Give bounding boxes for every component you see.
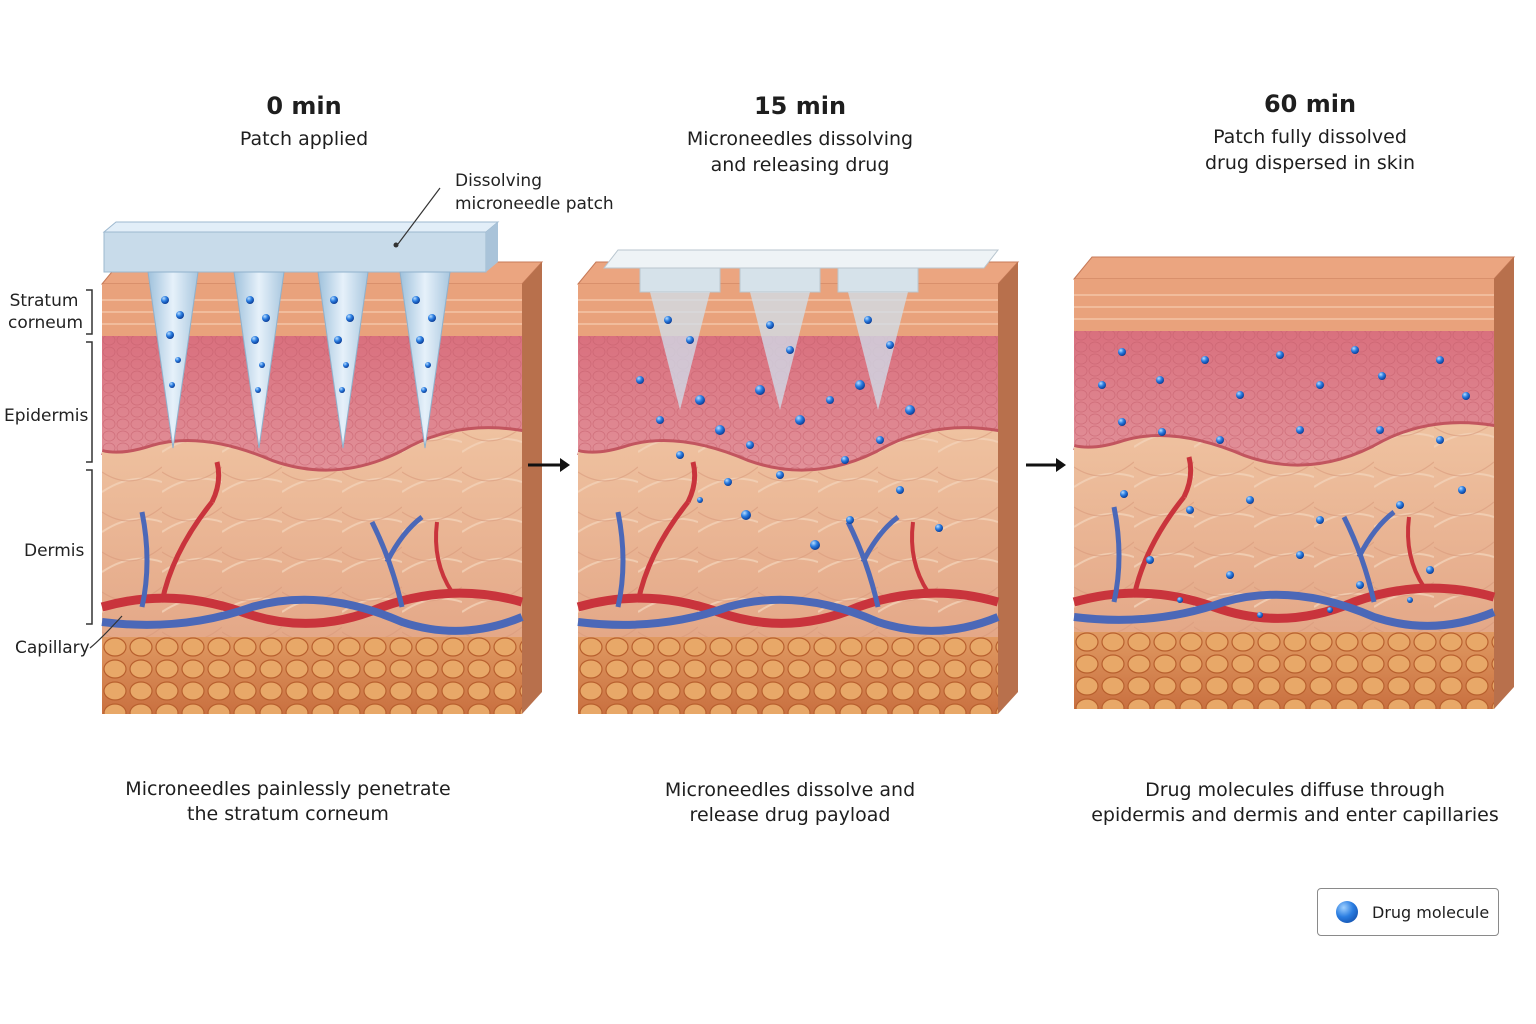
caption-0-line-2: the stratum corneum bbox=[187, 803, 389, 825]
drug-molecule-icon bbox=[1336, 901, 1358, 923]
capillary-leader bbox=[89, 615, 123, 649]
layer-brackets bbox=[86, 289, 93, 625]
stage-subtitle-2-line-2: drug dispersed in skin bbox=[1204, 152, 1416, 174]
microneedle-patch-dissolving bbox=[602, 249, 1000, 550]
microneedle-patch-intact bbox=[102, 221, 500, 449]
stage-subtitle-2-line-1: Patch fully dissolved bbox=[1213, 126, 1407, 148]
stage-time-0: 0 min bbox=[266, 92, 342, 120]
stage-subtitle-1-line-1: Microneedles dissolving bbox=[686, 128, 914, 150]
drug-dispersed bbox=[1098, 346, 1470, 618]
caption-2-line-2: epidermis and dermis and enter capillari… bbox=[1091, 804, 1499, 826]
stage-subtitle-1: Microneedles dissolving and releasing dr… bbox=[620, 126, 980, 178]
stage-heading-0: 0 min Patch applied bbox=[124, 90, 484, 152]
patch-leader-dot bbox=[393, 242, 399, 248]
stage-time-2: 60 min bbox=[1263, 90, 1357, 118]
patch-label-line-1: Dissolving bbox=[455, 171, 543, 191]
caption-1-line-1: Microneedles dissolve and bbox=[664, 779, 916, 801]
stage-subtitle-0: Patch applied bbox=[124, 126, 484, 152]
caption-2: Drug molecules diffuse through epidermis… bbox=[1085, 778, 1505, 828]
caption-1: Microneedles dissolve and release drug p… bbox=[580, 778, 1000, 828]
arrow-15-to-60 bbox=[1026, 458, 1066, 472]
label-stratum-corneum: Stratum corneum bbox=[8, 290, 84, 334]
caption-0-line-1: Microneedles painlessly penetrate bbox=[125, 778, 451, 800]
stage-heading-1: 15 min Microneedles dissolving and relea… bbox=[620, 90, 980, 178]
legend-label: Drug molecule bbox=[1372, 902, 1490, 922]
skin-block-60min bbox=[1074, 257, 1514, 709]
stage-heading-2: 60 min Patch fully dissolved drug disper… bbox=[1130, 88, 1490, 176]
patch-label: Dissolving microneedle patch bbox=[455, 170, 614, 216]
label-dermis: Dermis bbox=[24, 541, 85, 561]
caption-1-line-2: release drug payload bbox=[689, 804, 891, 826]
stage-subtitle-0-line-1: Patch applied bbox=[239, 128, 369, 150]
stage-subtitle-1-line-2: and releasing drug bbox=[710, 154, 890, 176]
caption-0: Microneedles painlessly penetrate the st… bbox=[78, 777, 498, 827]
stage-time-1: 15 min bbox=[753, 92, 847, 120]
legend: Drug molecule bbox=[1317, 888, 1499, 936]
label-epidermis: Epidermis bbox=[4, 406, 89, 426]
stage-subtitle-2: Patch fully dissolved drug dispersed in … bbox=[1130, 124, 1490, 176]
label-stratum-corneum-line-1: Stratum bbox=[9, 291, 79, 311]
label-capillary: Capillary bbox=[15, 638, 90, 658]
patch-leader bbox=[397, 187, 441, 245]
arrow-0-to-15 bbox=[528, 458, 570, 472]
caption-2-line-1: Drug molecules diffuse through bbox=[1145, 779, 1445, 801]
patch-label-line-2: microneedle patch bbox=[455, 194, 614, 214]
label-stratum-corneum-line-2: corneum bbox=[8, 313, 84, 333]
